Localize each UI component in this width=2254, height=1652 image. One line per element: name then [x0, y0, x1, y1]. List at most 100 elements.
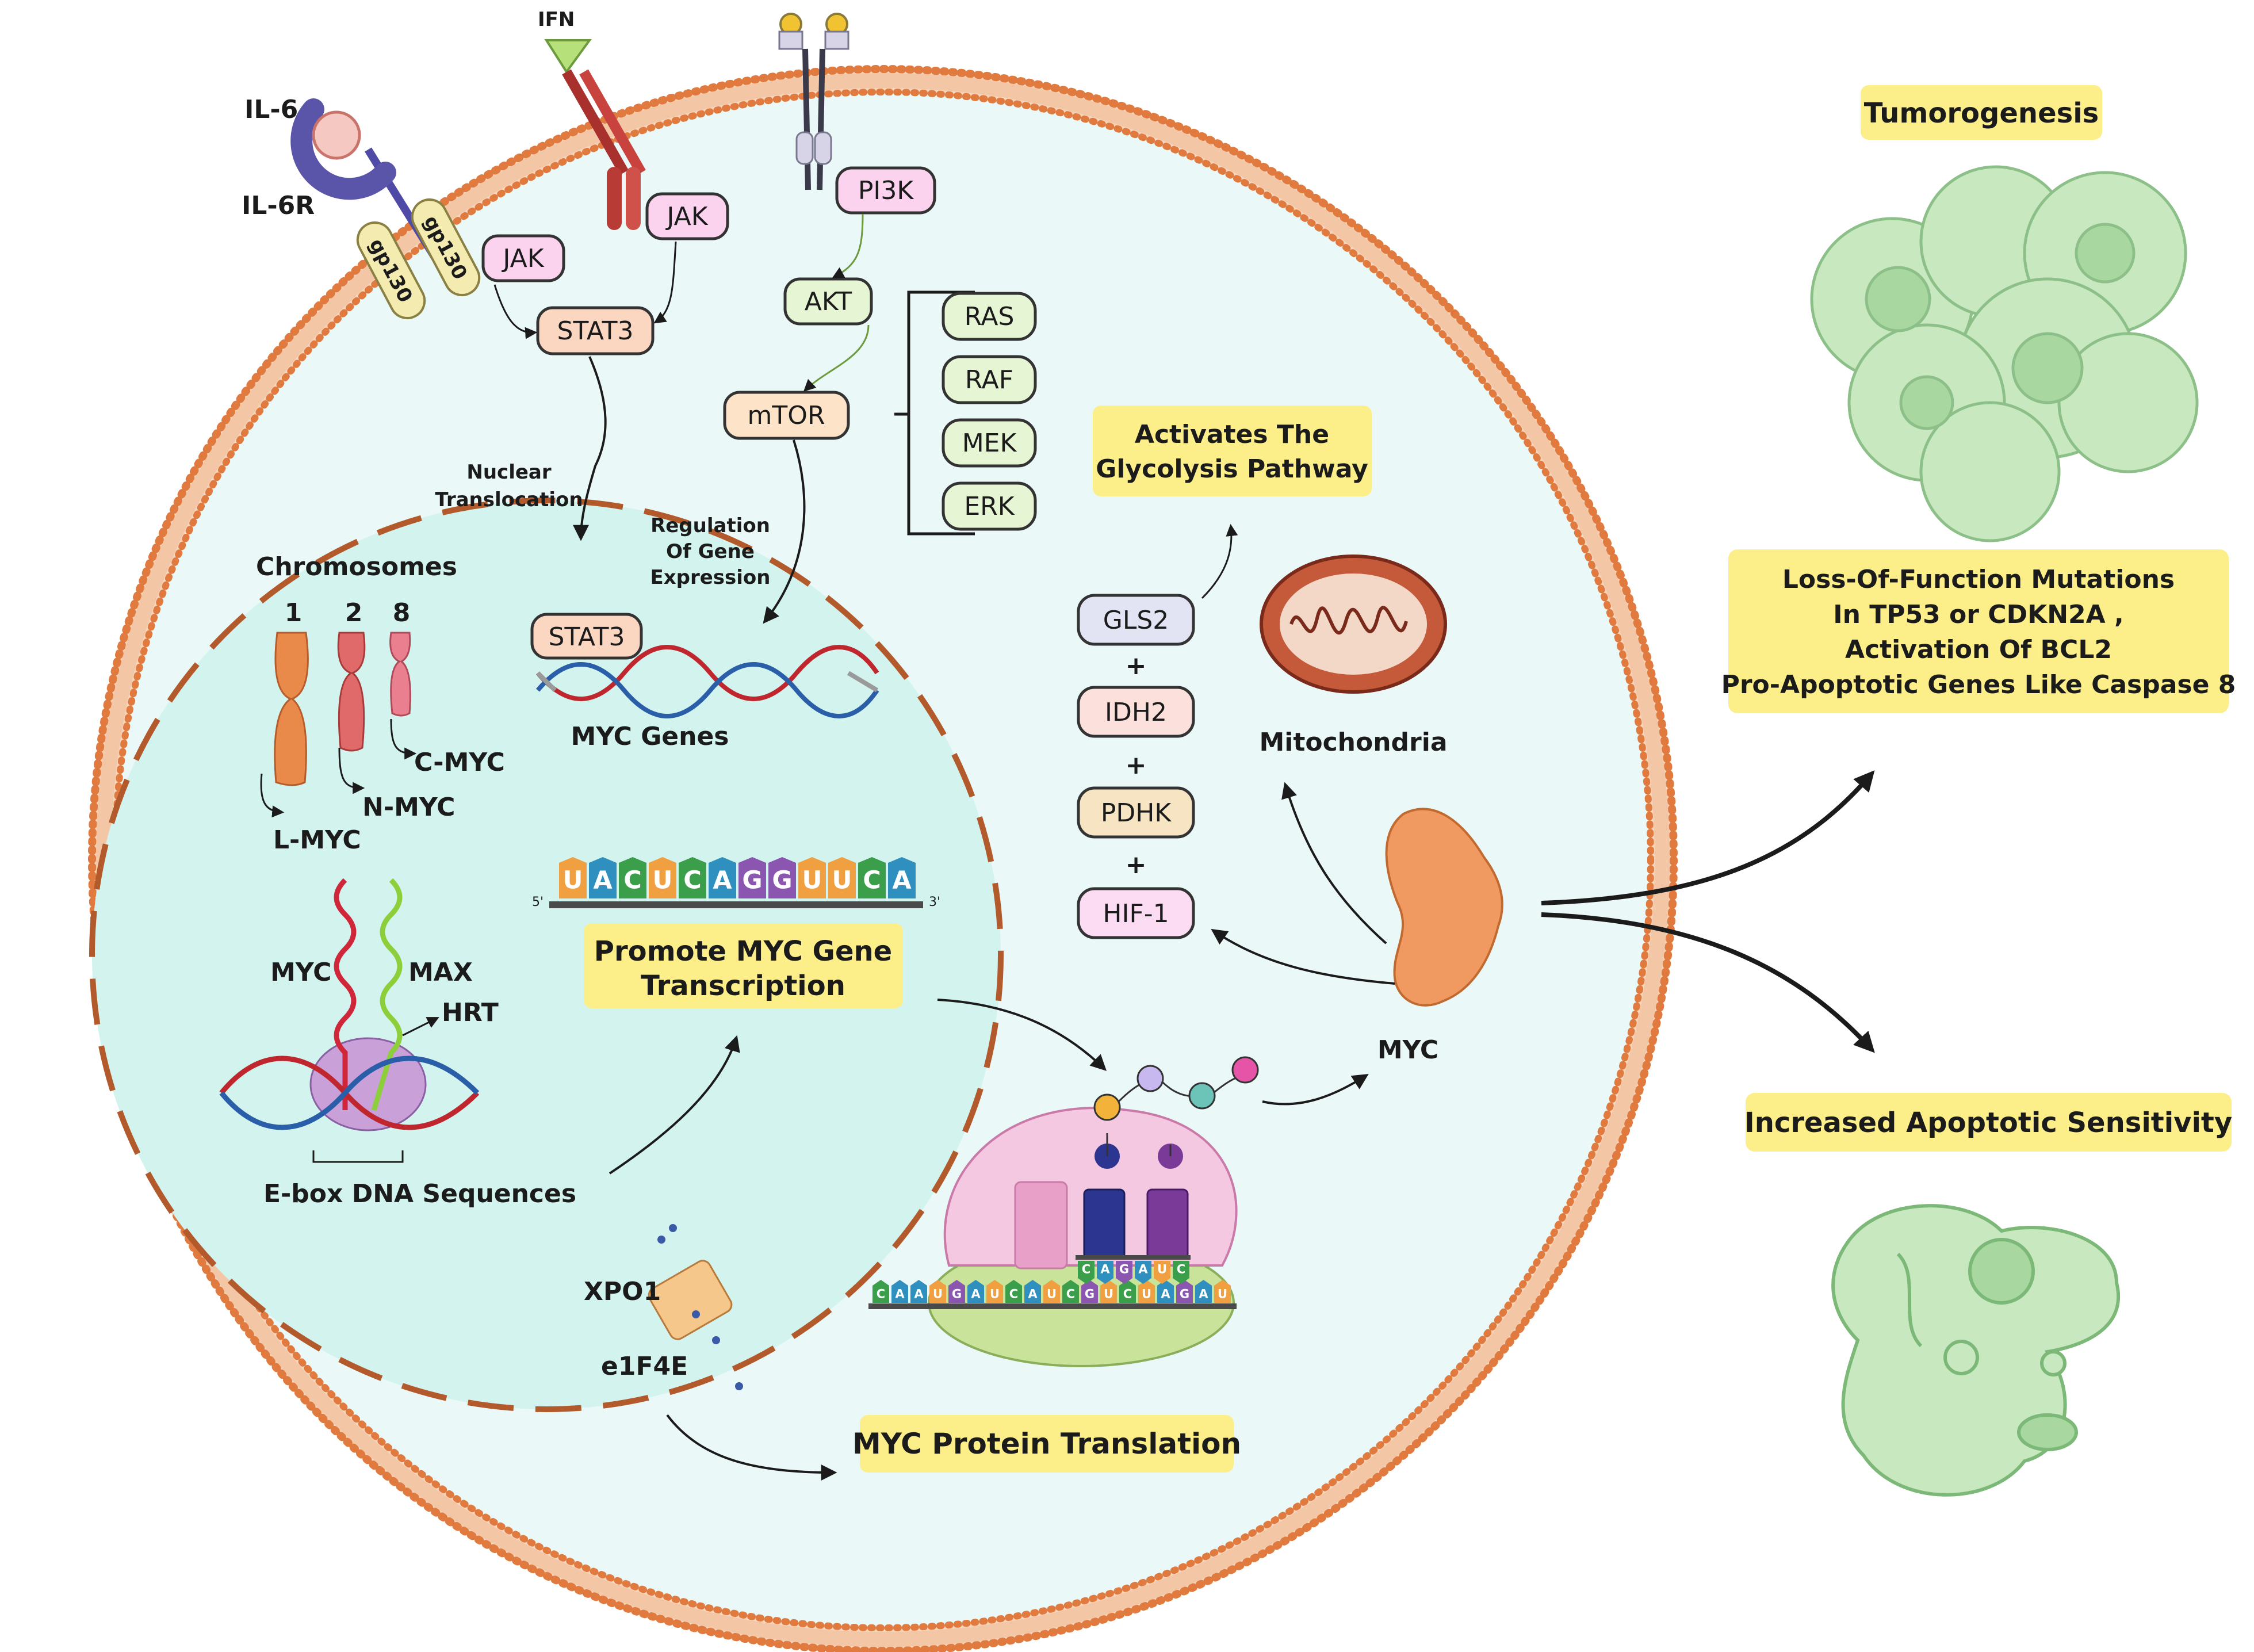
svg-text:Promote MYC Gene: Promote MYC Gene — [594, 935, 892, 968]
chrom-number-8: 8 — [393, 598, 411, 628]
chrom-number-1: 1 — [285, 598, 303, 628]
gls2-pill: GLS2 — [1077, 594, 1195, 646]
c-myc-label: C-MYC — [414, 748, 505, 777]
svg-text:A: A — [593, 866, 613, 895]
regulation-line-1: Regulation — [650, 514, 770, 537]
hif1-pill: HIF-1 — [1077, 887, 1195, 939]
myc-protein-label: MYC — [1377, 1035, 1438, 1065]
svg-text:GLS2: GLS2 — [1103, 606, 1169, 635]
rna-nucleotide-4: C — [679, 857, 706, 898]
svg-text:In TP53 or CDKN2A ,: In TP53 or CDKN2A , — [1833, 600, 2124, 629]
idh2-pill: IDH2 — [1077, 686, 1195, 738]
rna-5prime: 5' — [532, 895, 544, 909]
svg-text:Activates The: Activates The — [1135, 420, 1329, 449]
svg-text:C: C — [1177, 1263, 1185, 1276]
mrna-nucleotide-3: U — [929, 1280, 946, 1303]
trna-anticodon-0: C — [1078, 1261, 1095, 1284]
trna-anticodon-1: A — [1097, 1261, 1113, 1284]
ifn-ligand-icon — [544, 39, 592, 74]
svg-text:A: A — [895, 1287, 905, 1301]
svg-text:G: G — [1085, 1287, 1095, 1301]
to-apoptotic-arrow — [1541, 912, 1875, 1053]
ebox-label: E-box DNA Sequences — [263, 1179, 576, 1209]
rna-nucleotide-2: C — [619, 857, 646, 898]
svg-text:G: G — [952, 1287, 962, 1301]
svg-text:A: A — [713, 866, 732, 895]
mrna-nucleotide-16: G — [1176, 1280, 1193, 1303]
svg-text:A: A — [914, 1287, 924, 1301]
chromosome-2-icon — [337, 632, 366, 752]
ifn-label: IFN — [538, 8, 575, 31]
svg-text:JAK: JAK — [665, 202, 708, 231]
pi3k-pill: PI3K — [835, 166, 936, 215]
ifn-receptor — [544, 39, 646, 230]
myc-to-mitochondria-arrow — [1281, 782, 1387, 944]
mrna-nucleotide-11: G — [1081, 1280, 1098, 1303]
stat3-nuc-pill: STAT3 — [530, 613, 643, 660]
mrna-nucleotide-15: A — [1157, 1280, 1174, 1303]
nuclear-translocation-1: Nuclear — [466, 461, 551, 484]
rna-nucleotide-8: U — [798, 857, 826, 898]
chrom-number-2: 2 — [345, 598, 363, 628]
apoptotic-cell-icon — [1831, 1204, 2121, 1497]
svg-text:U: U — [1142, 1287, 1151, 1301]
svg-text:C: C — [1009, 1287, 1018, 1301]
svg-text:C: C — [1066, 1287, 1075, 1301]
mrna-nucleotide-10: C — [1062, 1280, 1079, 1303]
svg-text:IDH2: IDH2 — [1105, 698, 1167, 727]
gls2-to-glycolysis-arrow — [1201, 523, 1238, 599]
glycolysis-box: Activates The Glycolysis Pathway — [1093, 406, 1372, 496]
svg-text:JAK: JAK — [501, 244, 544, 273]
svg-text:C: C — [683, 866, 702, 895]
nucleus — [89, 498, 1004, 1412]
rna-nucleotide-1: A — [589, 857, 617, 898]
svg-text:C: C — [1082, 1263, 1090, 1276]
mrna-nucleotide-9: U — [1043, 1280, 1060, 1303]
svg-text:U: U — [1157, 1263, 1167, 1276]
trna-anticodon-3: A — [1135, 1261, 1151, 1284]
svg-text:A: A — [1100, 1263, 1110, 1276]
chromosome-arrows — [260, 718, 417, 818]
svg-text:A: A — [1161, 1287, 1170, 1301]
mrna-nucleotide-4: G — [948, 1280, 965, 1303]
max-label: MAX — [408, 958, 473, 987]
svg-text:Activation Of BCL2: Activation Of BCL2 — [1845, 635, 2112, 664]
svg-text:STAT3: STAT3 — [557, 316, 634, 346]
mitochondria-icon — [1260, 555, 1447, 694]
signaling-arrows — [493, 213, 870, 624]
svg-text:Pro-Apoptotic Genes Like Caspa: Pro-Apoptotic Genes Like Caspase 8 — [1721, 670, 2236, 699]
tumor-cells-icon — [1810, 165, 2199, 542]
svg-text:C: C — [623, 866, 642, 895]
chromosome-1-icon — [274, 632, 309, 786]
il6-label: IL-6 — [244, 95, 298, 124]
myc-protein-icon — [1385, 808, 1503, 1007]
trna-anticodon-2: G — [1116, 1261, 1132, 1284]
svg-text:G: G — [1119, 1263, 1129, 1276]
mitochondria-label: Mitochondria — [1259, 728, 1447, 757]
rna-nucleotide-10: C — [858, 857, 886, 898]
svg-text:RAS: RAS — [965, 302, 1015, 331]
plus-2: + — [1126, 751, 1147, 780]
hrt-label: HRT — [442, 998, 499, 1027]
rna-3prime: 3' — [929, 895, 940, 909]
promote-transcription-box: Promote MYC Gene Transcription — [584, 923, 903, 1008]
xpo1-icon — [648, 1224, 743, 1390]
ebox-to-promote-arrow — [609, 1035, 740, 1175]
svg-text:PDHK: PDHK — [1101, 798, 1172, 828]
svg-text:MEK: MEK — [962, 429, 1017, 458]
svg-text:Loss-Of-Function Mutations: Loss-Of-Function Mutations — [1782, 565, 2175, 594]
mrna-nucleotide-17: A — [1195, 1280, 1212, 1303]
svg-text:mTOR: mTOR — [748, 401, 825, 430]
chromosome-8-icon — [389, 632, 411, 717]
svg-text:U: U — [933, 1287, 943, 1301]
ribosome-to-myc-arrow — [1262, 1073, 1369, 1106]
mrna-nucleotide-5: A — [967, 1280, 984, 1303]
svg-text:RAF: RAF — [965, 365, 1013, 395]
to-mutations-arrow — [1541, 770, 1875, 905]
jak-right-pill: JAK — [645, 192, 729, 240]
mrna-nucleotide-2: A — [910, 1280, 927, 1303]
n-myc-label: N-MYC — [362, 793, 455, 822]
mtor-pill: mTOR — [723, 391, 850, 440]
